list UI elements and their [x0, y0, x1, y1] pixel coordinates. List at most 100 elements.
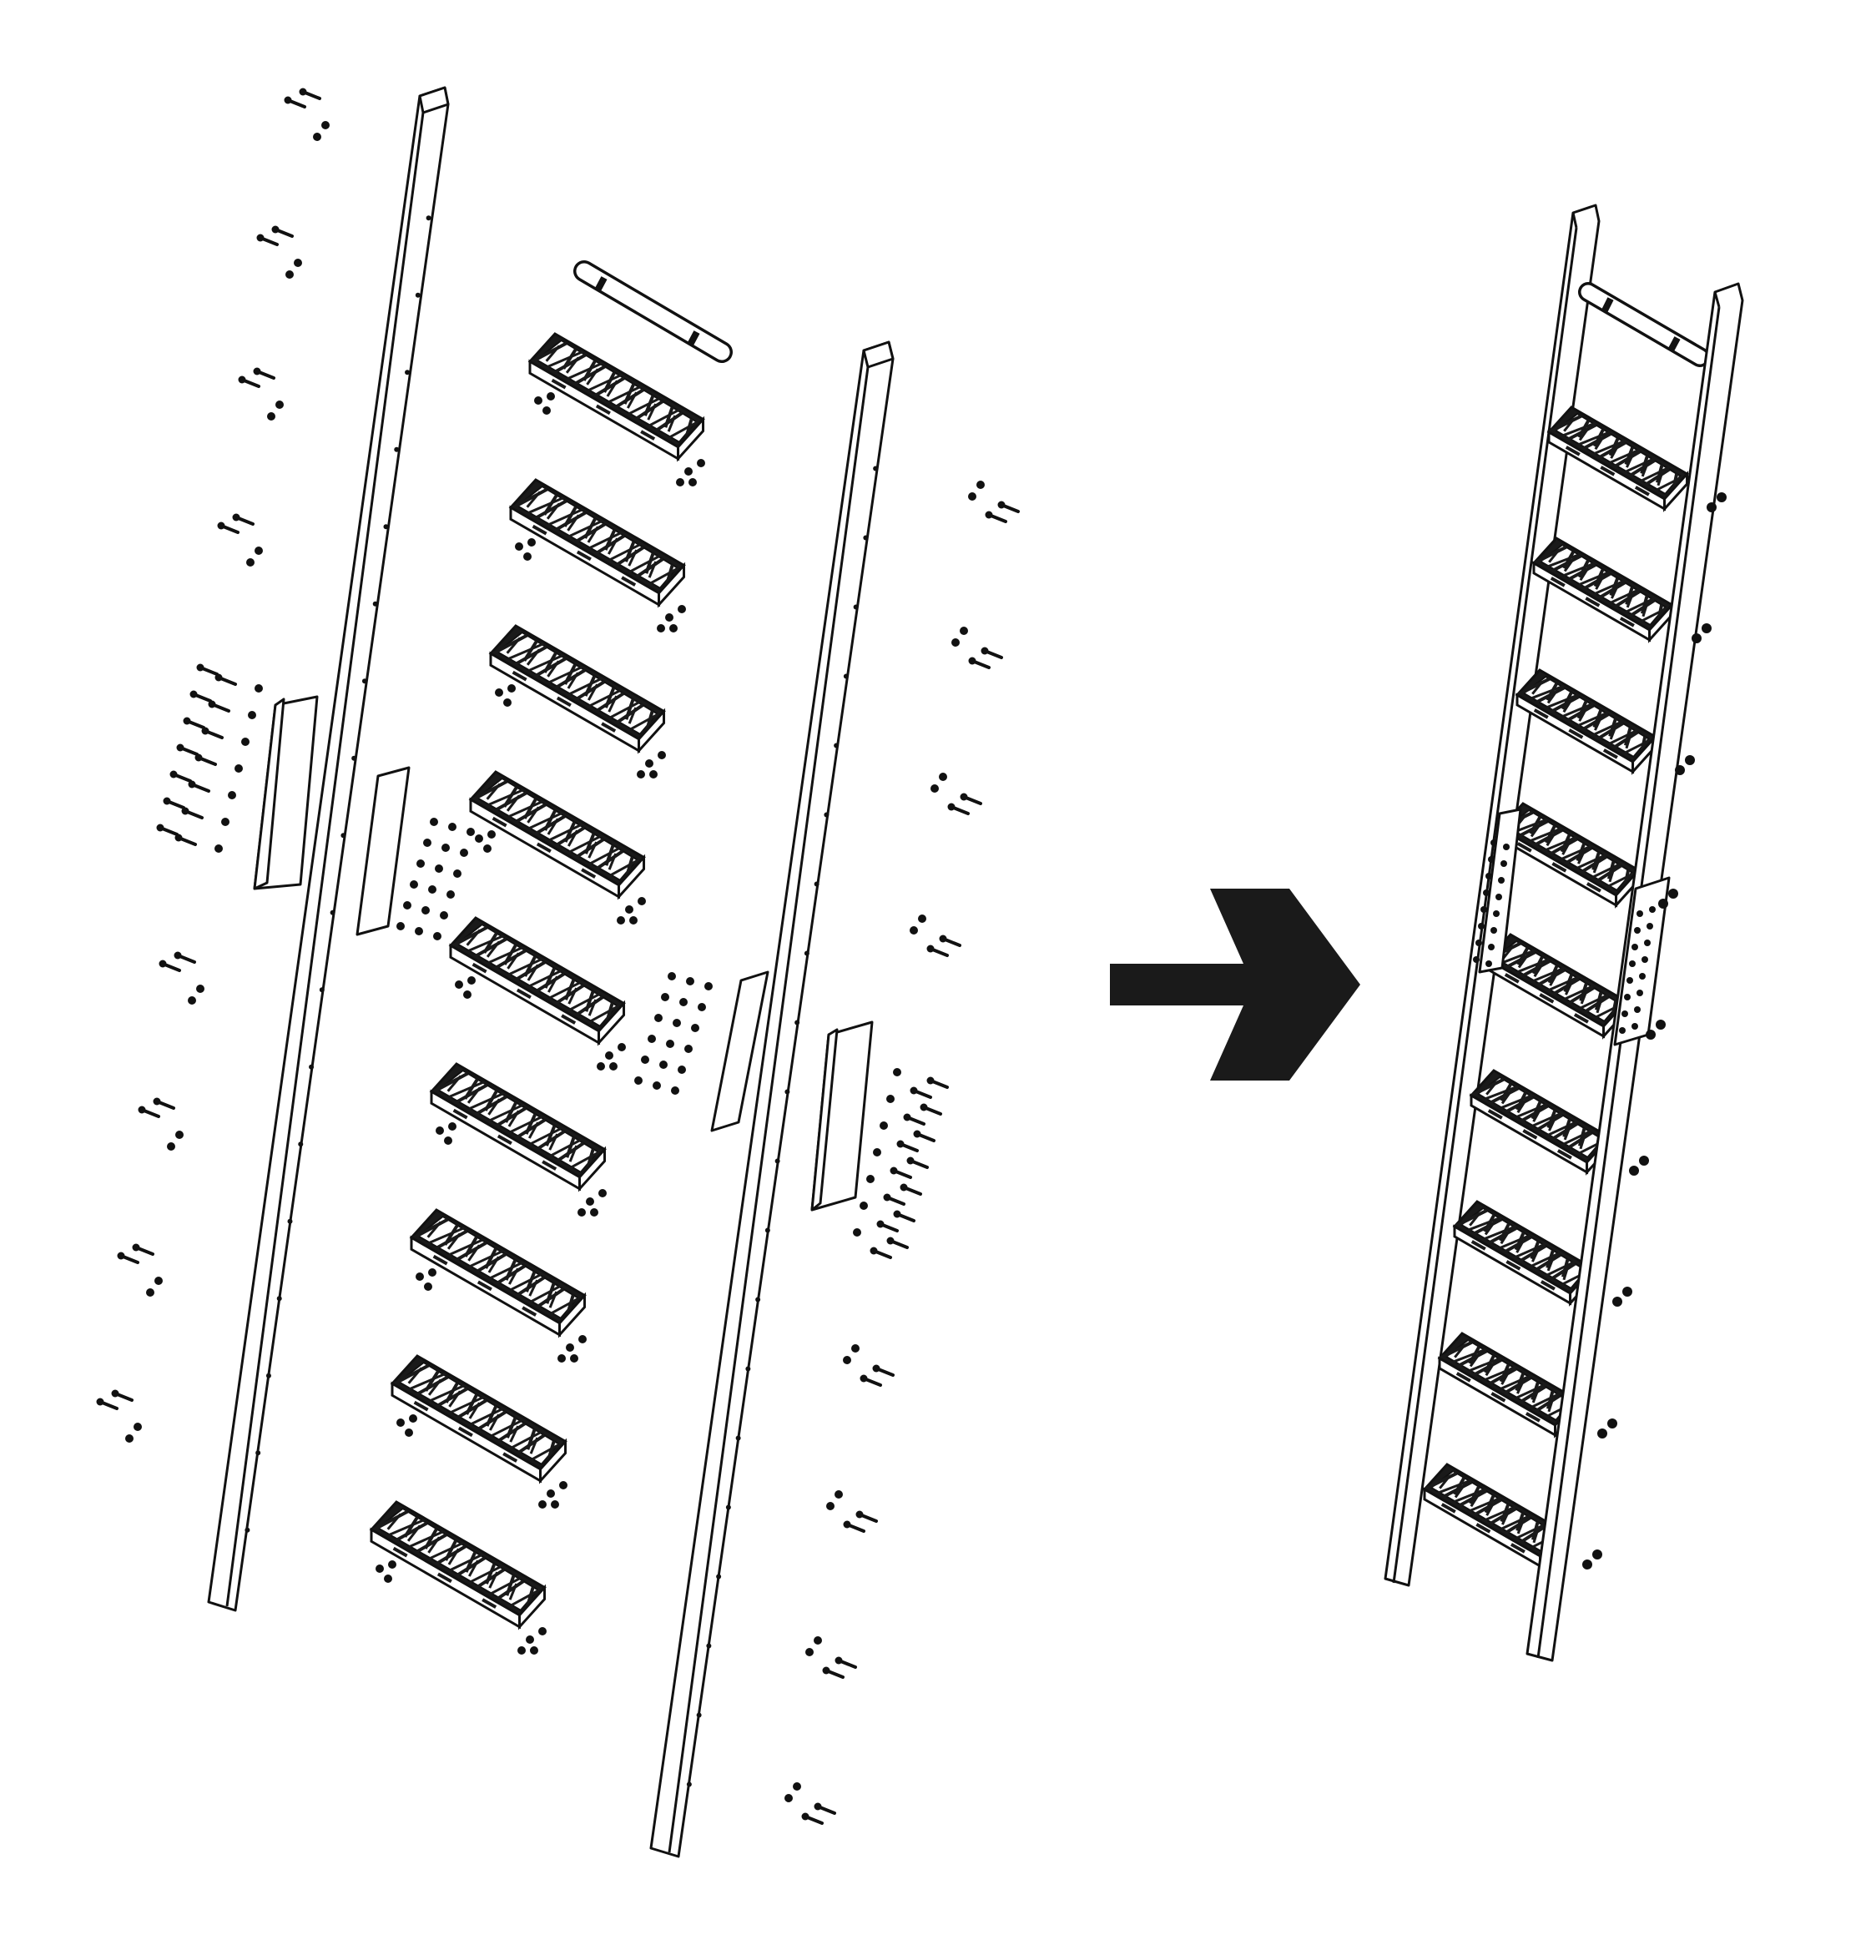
assembled-bolt-heads [1473, 492, 1727, 1570]
bolt [920, 1103, 942, 1116]
nut [951, 638, 960, 647]
nut [625, 905, 633, 914]
arrow-right-icon [1110, 889, 1360, 1081]
bolt [169, 770, 192, 783]
grab-bar [573, 260, 733, 363]
assembled-tread-7 [1452, 1200, 1595, 1307]
nut [421, 906, 430, 914]
assembled-grab-bar [1578, 282, 1710, 367]
nut [376, 1564, 384, 1573]
bolt [132, 1243, 154, 1256]
bolt [960, 793, 982, 805]
nut [638, 897, 646, 905]
nut [886, 1095, 895, 1103]
nut [648, 1035, 656, 1043]
nut [534, 396, 542, 405]
nut [483, 844, 492, 853]
nut [403, 901, 411, 909]
nut [618, 1043, 626, 1051]
nut [428, 1268, 436, 1277]
bolt [947, 803, 970, 815]
nut [570, 1354, 578, 1363]
splice-plate-right-inner [710, 970, 769, 1132]
nut [684, 1045, 693, 1053]
nut [435, 864, 443, 873]
nut [873, 1148, 881, 1156]
nut [805, 1648, 814, 1656]
nut [134, 1423, 142, 1431]
right-rail [649, 340, 895, 1858]
bolt [822, 1666, 845, 1679]
nut [154, 1277, 163, 1285]
nut [517, 1646, 526, 1655]
splice-plate-right-outer [810, 1020, 874, 1212]
bolt [271, 225, 294, 238]
nut [577, 1208, 586, 1217]
nut [645, 759, 653, 768]
left-rail [207, 86, 450, 1612]
nut [424, 1282, 432, 1291]
nut [175, 1131, 184, 1139]
nut [598, 1189, 607, 1197]
nut [527, 538, 536, 547]
bolt [214, 673, 237, 686]
bolt [910, 1086, 932, 1099]
nut [241, 738, 250, 746]
bolt [900, 1183, 922, 1196]
nut [669, 624, 678, 632]
nut [930, 784, 939, 793]
bolt [176, 743, 199, 756]
bolt [299, 88, 321, 100]
nut [460, 849, 468, 857]
nut [653, 1081, 661, 1090]
bolt [201, 727, 224, 739]
nut [446, 890, 455, 899]
nut [968, 492, 976, 501]
bolt [232, 513, 255, 526]
nut [388, 1560, 396, 1569]
nut [566, 1343, 574, 1352]
nut [538, 1627, 547, 1635]
nut [880, 1121, 888, 1130]
nut [843, 1356, 851, 1364]
nut [688, 478, 697, 486]
nut [214, 844, 223, 853]
nut [441, 844, 450, 852]
nut [523, 552, 532, 561]
bolt [189, 690, 212, 703]
nut [676, 478, 684, 486]
assembled-treads [1422, 406, 1689, 1570]
nut [167, 1142, 175, 1151]
nut [654, 1014, 663, 1022]
nut [851, 1344, 860, 1353]
nut [246, 558, 255, 567]
bolt [997, 501, 1020, 513]
nut [835, 1490, 843, 1499]
nut [255, 547, 263, 555]
bolt [939, 935, 961, 947]
nut [507, 684, 516, 693]
nut [637, 770, 645, 778]
nut [784, 1794, 793, 1802]
assembled-tread-5 [1485, 933, 1628, 1040]
nut [698, 1003, 706, 1011]
nut [679, 998, 688, 1006]
exploded-tread-7 [409, 1208, 587, 1338]
bolt [893, 1210, 915, 1222]
nut [605, 1051, 613, 1060]
assembled-splice-plate-back [1478, 808, 1522, 974]
nut [551, 1500, 559, 1509]
bolt [843, 1520, 865, 1533]
bolt [96, 1398, 119, 1410]
nut [641, 1056, 649, 1064]
bolt [163, 797, 185, 809]
nut [590, 1208, 598, 1217]
bolt [926, 945, 949, 957]
nut [125, 1434, 134, 1443]
nut [405, 1428, 413, 1437]
nut [416, 1272, 424, 1281]
bolt [159, 960, 181, 972]
nut [423, 839, 431, 847]
bolt [196, 663, 219, 676]
